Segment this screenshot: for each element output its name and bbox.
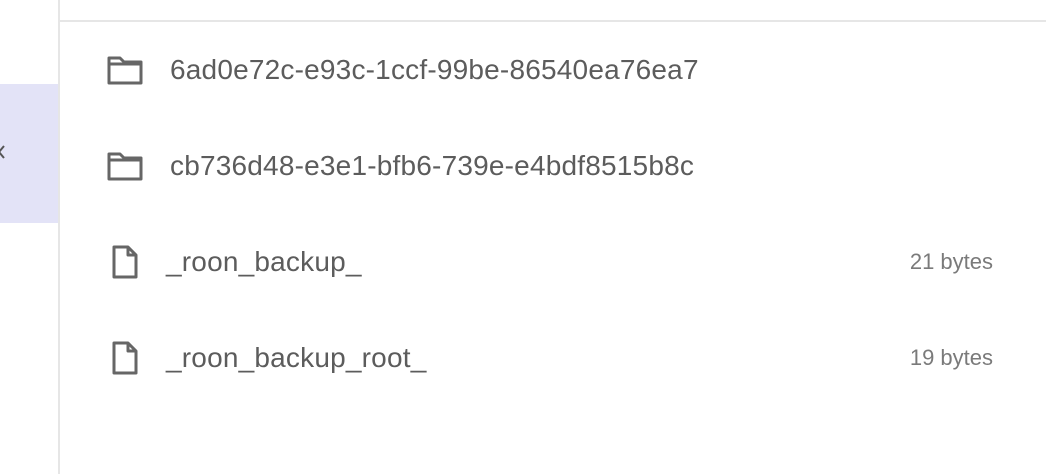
list-item-file[interactable]: _roon_backup_ 21 bytes bbox=[60, 214, 1046, 310]
folder-icon bbox=[106, 118, 144, 214]
folder-name: 6ad0e72c-e93c-1ccf-99be-86540ea76ea7 bbox=[170, 54, 699, 85]
file-name: _roon_backup_root_ bbox=[166, 342, 427, 373]
sidebar-collapse-tab[interactable] bbox=[0, 84, 58, 223]
folder-icon bbox=[106, 22, 144, 118]
list-item-file[interactable]: _roon_backup_root_ 19 bytes bbox=[60, 310, 1046, 406]
list-item-folder[interactable]: cb736d48-e3e1-bfb6-739e-e4bdf8515b8c bbox=[60, 118, 1046, 214]
file-list: 6ad0e72c-e93c-1ccf-99be-86540ea76ea7 cb7… bbox=[60, 22, 1046, 406]
list-item-folder[interactable]: 6ad0e72c-e93c-1ccf-99be-86540ea76ea7 bbox=[60, 22, 1046, 118]
sidebar-divider bbox=[58, 0, 60, 474]
file-size: 19 bytes bbox=[909, 345, 993, 370]
file-icon bbox=[110, 310, 140, 406]
chevron-left-icon bbox=[0, 145, 5, 159]
sidebar bbox=[0, 0, 58, 474]
file-name: _roon_backup_ bbox=[166, 246, 362, 277]
header-divider bbox=[60, 20, 1046, 22]
folder-name: cb736d48-e3e1-bfb6-739e-e4bdf8515b8c bbox=[170, 150, 695, 181]
file-size: 21 bytes bbox=[909, 249, 993, 274]
file-icon bbox=[110, 214, 140, 310]
